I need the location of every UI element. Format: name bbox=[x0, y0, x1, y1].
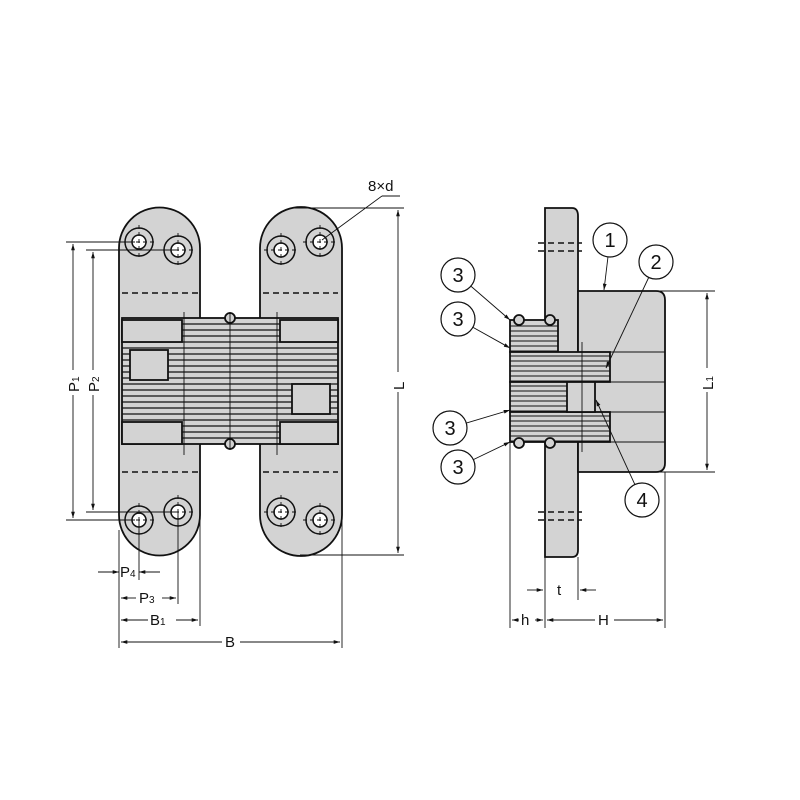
side-link-strips bbox=[509, 314, 611, 449]
screw-hole bbox=[264, 495, 298, 529]
callout-number: 1 bbox=[604, 230, 615, 252]
dim-l1: L bbox=[700, 382, 717, 390]
callout-3: 3 bbox=[440, 257, 511, 321]
screw-hole bbox=[264, 233, 298, 267]
strip-block bbox=[279, 319, 339, 343]
svg-text:L1: L1 bbox=[700, 376, 717, 390]
callout-3: 3 bbox=[440, 441, 511, 485]
front-view bbox=[118, 206, 343, 557]
callout-number: 3 bbox=[452, 265, 463, 287]
svg-text:P3: P3 bbox=[139, 590, 155, 607]
dim-t: t bbox=[557, 582, 562, 599]
strip-block bbox=[279, 421, 339, 445]
strip-block bbox=[129, 349, 169, 381]
dim-holes: 8×d bbox=[368, 178, 393, 195]
screw-hole bbox=[303, 225, 337, 259]
strip-block bbox=[291, 383, 331, 415]
callout-4: 4 bbox=[595, 399, 660, 518]
callout-2: 2 bbox=[605, 244, 674, 369]
svg-text:B1: B1 bbox=[150, 612, 166, 629]
dim-b: B bbox=[225, 634, 235, 651]
callout-number: 2 bbox=[650, 252, 661, 274]
dim-p2: P bbox=[86, 382, 103, 392]
svg-text:P4: P4 bbox=[120, 564, 136, 581]
svg-text:P1: P1 bbox=[66, 376, 83, 392]
dim-p4: P bbox=[120, 564, 130, 581]
callout-3: 3 bbox=[432, 409, 511, 446]
dim-H: H bbox=[598, 612, 609, 629]
dim-p3: P bbox=[139, 590, 149, 607]
strip-block bbox=[121, 421, 183, 445]
callout-number: 4 bbox=[636, 490, 647, 512]
callout-number: 3 bbox=[444, 418, 455, 440]
side-dimensions: L1 t h H bbox=[509, 290, 717, 629]
strip-block bbox=[121, 319, 183, 343]
callout-3: 3 bbox=[440, 301, 511, 349]
callout-number: 3 bbox=[452, 309, 463, 331]
callout-1: 1 bbox=[592, 222, 628, 291]
callouts: 1 2 3 3 3 3 4 bbox=[432, 222, 674, 518]
svg-text:P2: P2 bbox=[86, 376, 103, 392]
side-view bbox=[509, 207, 666, 558]
callout-number: 3 bbox=[452, 457, 463, 479]
screw-hole bbox=[122, 225, 156, 259]
dim-l: L bbox=[391, 382, 408, 390]
dim-b1: B bbox=[150, 612, 160, 629]
dim-h: h bbox=[521, 612, 529, 629]
dim-p1: P bbox=[66, 382, 83, 392]
front-dimensions: P1 P2 L 8×d P4 P3 B1 B bbox=[66, 178, 408, 651]
screw-hole bbox=[303, 503, 337, 537]
